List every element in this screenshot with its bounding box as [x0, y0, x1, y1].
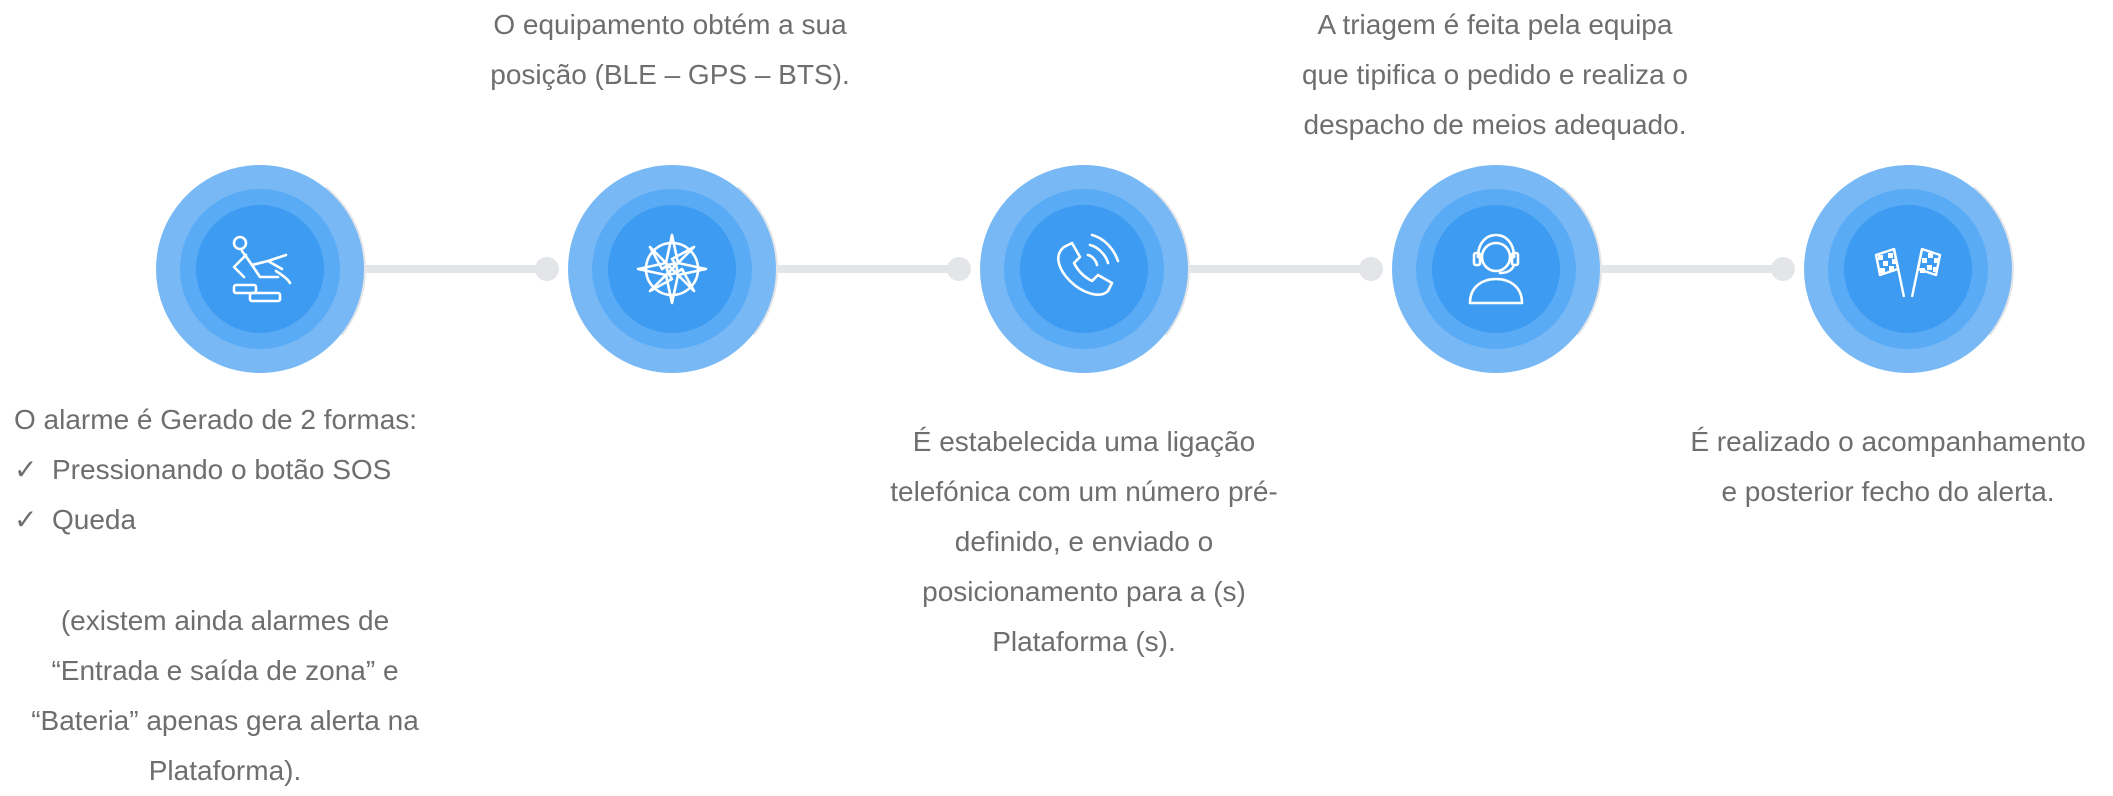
- step-5-description: É realizado o acompanhamento e posterior…: [1663, 417, 2113, 517]
- operator-headset-icon: [1452, 225, 1540, 313]
- description-line: Plataforma (s).: [992, 626, 1176, 657]
- step-4-description: A triagem é feita pela equipa que tipifi…: [1265, 0, 1725, 150]
- connector-dot-2: [947, 257, 971, 281]
- step-1-circle: [143, 152, 377, 386]
- checkered-flags-icon: [1864, 225, 1952, 313]
- description-line: telefónica com um número pré-: [890, 476, 1278, 507]
- checklist-item-label: Queda: [52, 504, 137, 535]
- step-1-note: (existem ainda alarmes de “Entrada e saí…: [0, 596, 450, 796]
- description-line: posição (BLE – GPS – BTS).: [490, 59, 850, 90]
- note-line: “Bateria” apenas gera alerta na: [31, 705, 419, 736]
- step-3-circle: [967, 152, 1201, 386]
- description-line: definido, e enviado o: [954, 526, 1214, 557]
- connector-4: [1596, 265, 1786, 273]
- connector-dot-4: [1771, 257, 1795, 281]
- compass-icon: [628, 225, 716, 313]
- description-line: O equipamento obtém a sua: [493, 9, 847, 40]
- description-line: posicionamento para a (s): [922, 576, 1246, 607]
- step-5-circle: [1791, 152, 2025, 386]
- step-1-title: O alarme é Gerado de 2 formas:: [14, 404, 418, 435]
- description-line: A triagem é feita pela equipa: [1317, 9, 1673, 40]
- checklist-item: ✓ Pressionando o botão SOS: [14, 445, 391, 495]
- checkmark-icon: ✓: [14, 454, 38, 485]
- description-line: que tipifica o pedido e realiza o: [1301, 59, 1689, 90]
- step-4-circle: [1379, 152, 1613, 386]
- connector-2: [772, 265, 962, 273]
- note-line: (existem ainda alarmes de: [60, 605, 390, 636]
- description-line: É realizado o acompanhamento: [1690, 426, 2086, 457]
- connector-dot-3: [1359, 257, 1383, 281]
- person-falling-icon: [216, 225, 304, 313]
- description-line: despacho de meios adequado.: [1303, 109, 1687, 140]
- description-line: É estabelecida uma ligação: [912, 426, 1256, 457]
- phone-call-icon: [1040, 225, 1128, 313]
- description-line: e posterior fecho do alerta.: [1721, 476, 2055, 507]
- connector-3: [1184, 265, 1374, 273]
- connector-1: [360, 265, 550, 273]
- step-2-description: O equipamento obtém a sua posição (BLE –…: [460, 0, 880, 100]
- step-3-description: É estabelecida uma ligação telefónica co…: [864, 417, 1304, 667]
- checklist-item-label: Pressionando o botão SOS: [52, 454, 392, 485]
- checkmark-icon: ✓: [14, 504, 38, 535]
- step-1-checklist: ✓ Pressionando o botão SOS ✓ Queda: [14, 445, 391, 545]
- checklist-item: ✓ Queda: [14, 495, 391, 545]
- step-2-circle: [555, 152, 789, 386]
- connector-dot-1: [535, 257, 559, 281]
- note-line: “Entrada e saída de zona” e: [51, 655, 399, 686]
- note-line: Plataforma).: [148, 755, 302, 786]
